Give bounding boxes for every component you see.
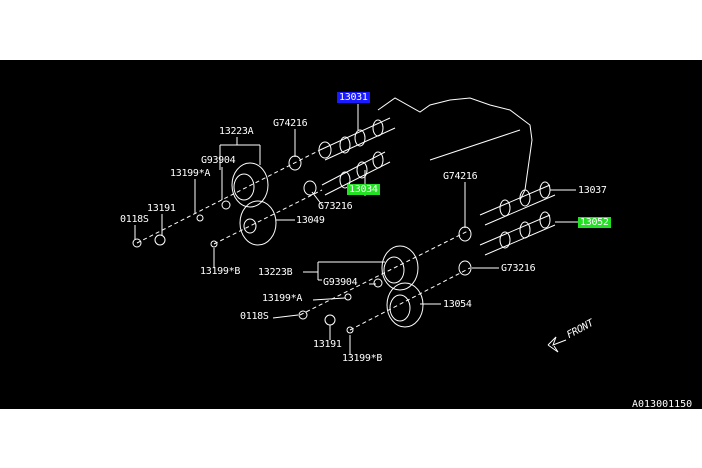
seal-g73216-right (458, 260, 472, 276)
part-label-13037[interactable]: 13037 (578, 185, 607, 196)
sprocket-13223B (381, 245, 419, 291)
part-label-13199a-top[interactable]: 13199*A (170, 168, 211, 179)
part-label-13223b[interactable]: 13223B (258, 267, 293, 278)
part-label-13191-top[interactable]: 13191 (147, 203, 176, 214)
part-label-13054[interactable]: 13054 (443, 299, 472, 310)
part-label-13031[interactable]: 13031 (337, 92, 370, 103)
sprocket-13223A (231, 162, 269, 208)
seal-g73216-left (303, 180, 317, 196)
camshaft-13052 (479, 211, 556, 256)
part-label-g93904-bottom[interactable]: G93904 (323, 277, 358, 288)
part-label-0118s-top[interactable]: 0118S (120, 214, 149, 225)
part-label-13199a-bottom[interactable]: 13199*A (262, 293, 303, 304)
part-label-13049[interactable]: 13049 (296, 215, 325, 226)
part-label-0118s-bottom[interactable]: 0118S (240, 311, 269, 322)
part-label-g74216-left[interactable]: G74216 (273, 118, 308, 129)
front-arrow-icon (547, 336, 567, 353)
camshaft-13031 (318, 117, 396, 161)
figure-code: A013001150 (632, 399, 693, 410)
seal-g74216-right (458, 226, 472, 242)
part-label-13223a[interactable]: 13223A (219, 126, 254, 137)
part-label-13034[interactable]: 13034 (347, 184, 380, 195)
part-label-g73216-right[interactable]: G73216 (501, 263, 536, 274)
cylinder-head-outline (377, 97, 533, 201)
camshaft-13037 (479, 181, 556, 226)
part-label-g73216-left[interactable]: G73216 (318, 201, 353, 212)
parts-diagram-panel (0, 60, 702, 409)
part-label-13052[interactable]: 13052 (578, 217, 611, 228)
part-label-g93904-top[interactable]: G93904 (201, 155, 236, 166)
camshaft-13034 (321, 151, 391, 196)
sprocket-13049 (239, 200, 277, 246)
part-label-13199b-bottom[interactable]: 13199*B (342, 353, 383, 364)
part-label-13199b-top[interactable]: 13199*B (200, 266, 241, 277)
part-label-13191-bottom[interactable]: 13191 (313, 339, 342, 350)
part-label-g74216-right[interactable]: G74216 (443, 171, 478, 182)
sprocket-13054 (386, 282, 424, 328)
